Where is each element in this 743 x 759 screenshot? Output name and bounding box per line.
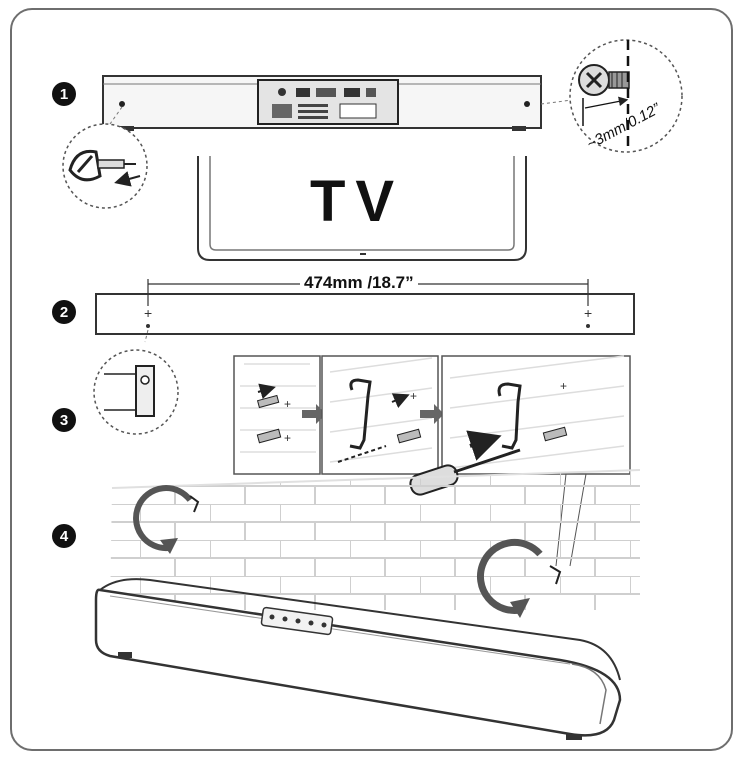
insert-arrow-icon [114,171,141,187]
step3-panel-2: + [321,355,439,475]
rotate-arrow-right [477,538,562,618]
svg-text:+: + [560,379,567,393]
bracket-icon [135,365,155,417]
tv-label: TV [310,169,405,234]
spacing-dimension-label: 474mm /18.7” [300,273,418,293]
rotate-arrow-icon [477,538,543,614]
svg-text:+: + [284,431,291,445]
soundbar-front-view [94,578,622,740]
mounting-template: + + [95,279,635,335]
step-2-badge: 2 [52,300,76,324]
screw-zoom-left [62,106,148,209]
step3-panel-3: + [441,355,631,475]
brick-wall [110,469,641,610]
svg-text:+: + [410,389,417,403]
bracket-zoom [93,329,179,435]
step-1-badge: 1 [52,82,76,106]
right-arrow-icon [420,404,444,424]
tv-outline [197,156,527,261]
wall-plug-icon [256,394,280,409]
svg-text:+: + [144,305,152,321]
rotate-arrow-left [133,485,200,554]
step-3-badge: 3 [52,408,76,432]
svg-text:+: + [584,305,592,321]
keyhole-left [119,101,125,107]
screw-gap-zoom [540,39,683,153]
soundbar-rear-view [102,75,542,131]
step-4-badge: 4 [52,524,76,548]
right-arrow-icon [302,404,326,424]
illustration-frame [10,8,733,751]
svg-text:+: + [284,397,291,411]
keyhole-right [524,101,530,107]
